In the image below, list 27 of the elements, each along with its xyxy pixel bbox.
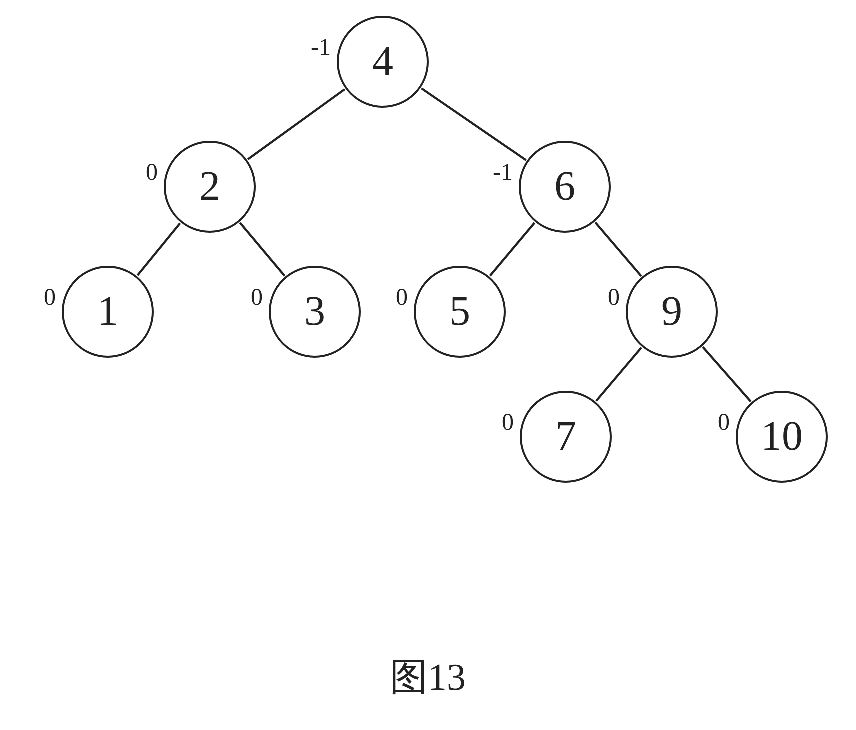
balance-factor: 0: [251, 286, 263, 310]
node-key: 6: [554, 166, 576, 208]
node-key: 5: [450, 291, 470, 333]
balance-factor: 0: [608, 286, 620, 310]
node-key: 10: [761, 416, 803, 458]
tree-edge: [421, 88, 527, 162]
tree-edge: [594, 222, 642, 278]
node-key: 3: [304, 291, 326, 333]
balance-factor: -1: [493, 161, 513, 185]
tree-edge: [239, 222, 286, 277]
balance-factor: 0: [44, 286, 56, 310]
figure-caption: 图13: [390, 657, 466, 699]
node-key: 1: [98, 291, 118, 333]
tree-edge: [489, 222, 536, 277]
balance-factor: 0: [146, 161, 158, 185]
node-key: 7: [556, 416, 576, 458]
tree-edge: [596, 347, 642, 402]
balance-factor: -1: [311, 36, 331, 60]
tree-edge: [136, 222, 182, 276]
node-key: 2: [200, 166, 220, 208]
tree-edge: [702, 346, 752, 402]
balance-factor: 0: [502, 411, 514, 435]
tree-edge: [247, 88, 346, 160]
balance-factor: 0: [396, 286, 408, 310]
node-key: 4: [372, 41, 394, 83]
node-key: 9: [662, 291, 682, 333]
balance-factor: 0: [718, 411, 730, 435]
